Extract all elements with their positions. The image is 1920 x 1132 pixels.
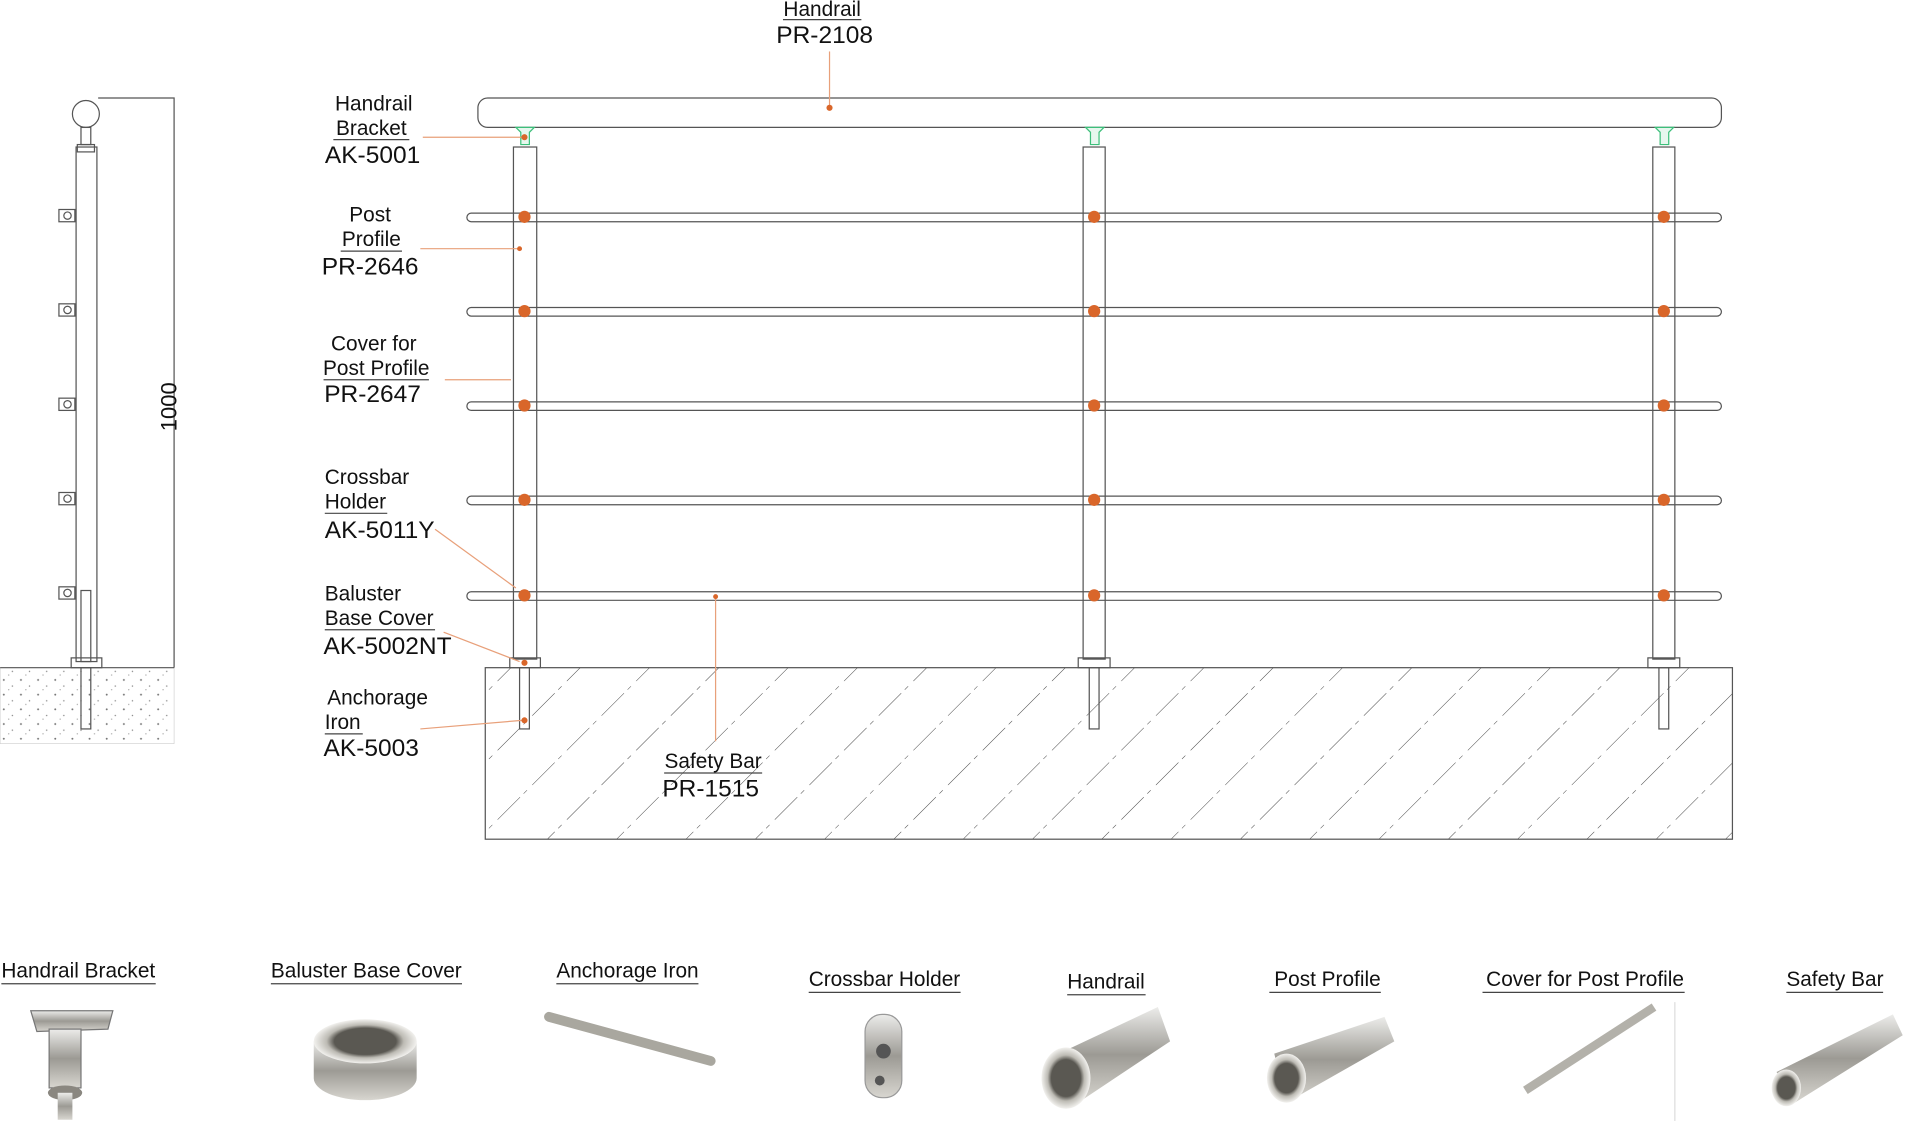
callout-post-profile: Post Profile PR-2646 (322, 204, 523, 280)
parts-row: Handrail Bracket Baluster Base Cover Anc… (1, 960, 1903, 1121)
callout-name: Handrail (783, 0, 861, 21)
callout-code: PR-2108 (776, 22, 873, 49)
part-cover-post-profile: Cover for Post Profile (1482, 968, 1685, 1121)
side-crossbar-holders (58, 208, 76, 600)
callout-name: Safety Bar (665, 750, 762, 773)
callout-name: Iron (325, 711, 361, 734)
part-label: Safety Bar (1786, 968, 1883, 991)
part-handrail: Handrail (1041, 971, 1171, 1109)
callout-code: PR-2646 (322, 253, 419, 280)
callout-name: Holder (325, 490, 386, 513)
callout-anchorage-iron: Anchorage Iron AK-5003 (324, 686, 528, 762)
callout-crossbar-holder: Crossbar Holder AK-5011Y (325, 466, 517, 589)
callout-handrail: Handrail PR-2108 (776, 0, 873, 111)
part-label: Crossbar Holder (809, 968, 961, 991)
part-post-profile: Post Profile (1266, 968, 1395, 1103)
part-anchorage-iron: Anchorage Iron (544, 960, 716, 1066)
callout-code: AK-5011Y (325, 517, 435, 544)
callout-name: Cover for (331, 332, 417, 355)
posts (509, 126, 1681, 730)
part-label: Cover for Post Profile (1486, 968, 1684, 991)
callout-name: Post Profile (323, 357, 429, 380)
crossbar-holder-markers (518, 210, 1670, 602)
callout-code: AK-5003 (324, 735, 419, 762)
callout-name: Bracket (336, 117, 407, 140)
part-label: Baluster Base Cover (271, 960, 462, 983)
dimension-label: 1000 (157, 382, 182, 431)
part-label: Post Profile (1274, 968, 1380, 991)
callout-code: PR-2647 (324, 381, 421, 408)
safety-bar-image (1771, 1014, 1903, 1107)
callout-name: Handrail (335, 92, 413, 115)
callout-safety-bar: Safety Bar PR-1515 (662, 594, 763, 802)
part-label: Handrail Bracket (1, 960, 155, 983)
callout-name: Post (349, 204, 391, 227)
callout-name: Anchorage (327, 686, 428, 709)
cover-post-profile-image (1523, 1003, 1657, 1094)
callout-cover-post-profile: Cover for Post Profile PR-2647 (323, 332, 511, 408)
handrail-bracket-image (29, 1010, 114, 1120)
side-view: 1000 (0, 97, 182, 744)
handrail (477, 97, 1723, 129)
post-profile-image (1266, 1016, 1395, 1103)
callout-name: Profile (342, 228, 401, 251)
part-label: Handrail (1067, 971, 1145, 994)
callout-handrail-bracket: Handrail Bracket AK-5001 (325, 92, 528, 169)
anchorage-iron-image (544, 1011, 716, 1066)
callout-name: Crossbar (325, 466, 409, 489)
callout-baluster-base-cover: Baluster Base Cover AK-5002NT (324, 582, 528, 666)
handrail-image (1041, 1007, 1171, 1109)
baluster-base-cover-image (313, 1019, 417, 1101)
elevation-view (466, 97, 1734, 840)
callout-name: Baluster (325, 582, 401, 605)
callout-code: AK-5001 (325, 142, 420, 169)
callout-code: AK-5002NT (324, 633, 452, 660)
part-crossbar-holder: Crossbar Holder (808, 968, 961, 1099)
part-safety-bar: Safety Bar (1771, 968, 1903, 1107)
part-label: Anchorage Iron (556, 960, 698, 983)
crossbar-holder-image (864, 1013, 903, 1099)
part-handrail-bracket: Handrail Bracket (1, 960, 156, 1120)
callout-code: PR-1515 (662, 775, 759, 802)
callout-name: Base Cover (325, 607, 434, 630)
part-baluster-base-cover: Baluster Base Cover (271, 960, 462, 1101)
